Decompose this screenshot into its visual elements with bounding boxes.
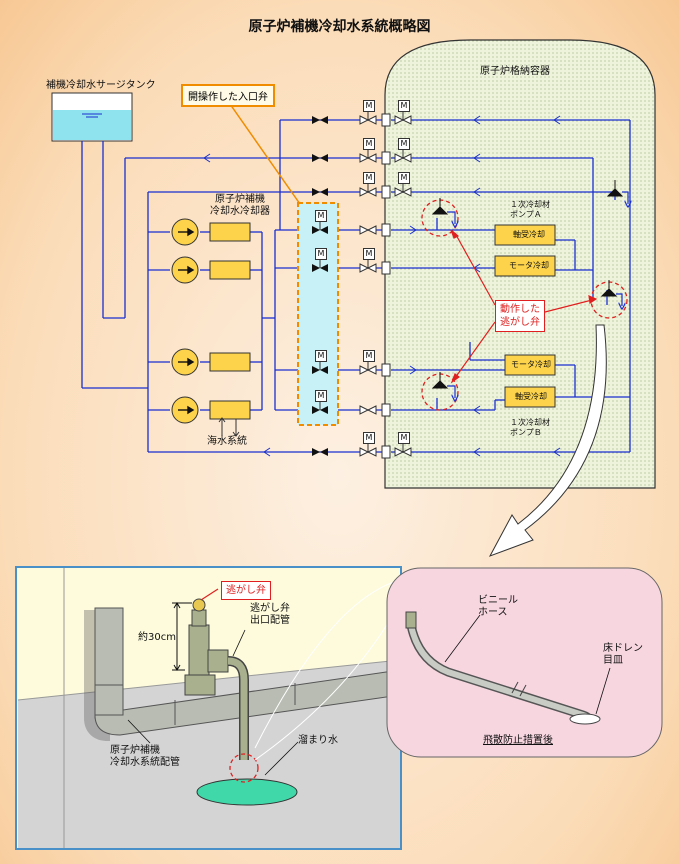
motor-actuator: M — [363, 100, 375, 112]
piping-label: 原子炉補機 冷却水系統配管 — [110, 745, 180, 768]
red-leaders — [450, 229, 598, 384]
motor-actuator: M — [398, 100, 410, 112]
height-label: 約30cm — [138, 632, 176, 643]
motor-cool-b-label: モータ冷却 — [511, 360, 551, 369]
flow-arrows — [203, 115, 561, 457]
motor-actuator: M — [398, 172, 410, 184]
rcp-cooler-boxes — [494, 224, 556, 408]
relief-valve-callout: 動作した 逃がし弁 — [495, 300, 545, 332]
relief-valves — [421, 180, 628, 411]
floor-drain-label: 床ドレン 目皿 — [603, 643, 643, 666]
height-dimension — [172, 602, 192, 671]
seawater-label: 海水系統 — [207, 436, 247, 447]
motor-actuator: M — [398, 432, 410, 444]
orange-leader — [229, 103, 301, 205]
puddle — [196, 778, 298, 806]
motor-actuator: M — [315, 248, 327, 260]
motor-actuator: M — [363, 138, 375, 150]
inlet-valve-callout: 開操作した入口弁 — [181, 84, 275, 107]
inset-panel — [386, 567, 663, 758]
containment-label: 原子炉格納容器 — [480, 66, 550, 77]
detail-arrow — [488, 324, 607, 557]
page-title: 原子炉補機冷却水系統概略図 — [248, 19, 431, 35]
motor-actuator: M — [315, 210, 327, 222]
motor-actuator: M — [398, 138, 410, 150]
heat-exchanger-label: 原子炉補機 冷却水冷却器 — [210, 194, 270, 217]
seawater-lines — [218, 417, 240, 437]
motor-actuator: M — [315, 350, 327, 362]
puddle-label: 溜まり水 — [298, 735, 338, 746]
surge-tank — [51, 92, 133, 142]
pump-a-label: １次冷却材 ポンプＡ — [510, 200, 550, 219]
inlet-valve-highlight — [297, 202, 339, 426]
relief-outlet-label: 逃がし弁 出口配管 — [250, 603, 290, 626]
penetrations — [381, 113, 391, 459]
motor-actuator: M — [363, 432, 375, 444]
vinyl-hose-label: ビニール ホース — [478, 595, 518, 618]
motor-cool-a-label: モータ冷却 — [509, 261, 549, 270]
after-measure-label: 飛散防止措置後 — [483, 735, 553, 746]
cooling-pumps — [171, 218, 199, 424]
pump-b-label: １次冷却材 ポンプＢ — [510, 418, 550, 437]
surge-tank-label: 補機冷却水サージタンク — [46, 80, 156, 91]
bearing-cool-b-label: 軸受冷却 — [515, 392, 547, 401]
motor-actuator: M — [363, 350, 375, 362]
relief-valve-detail-label: 逃がし弁 — [221, 581, 271, 600]
motor-actuator: M — [363, 172, 375, 184]
heat-exchangers — [209, 222, 251, 420]
motor-actuator: M — [363, 248, 375, 260]
bearing-cool-a-label: 軸受冷却 — [513, 230, 545, 239]
detail-leaders — [127, 579, 401, 776]
motor-actuator: M — [315, 390, 327, 402]
